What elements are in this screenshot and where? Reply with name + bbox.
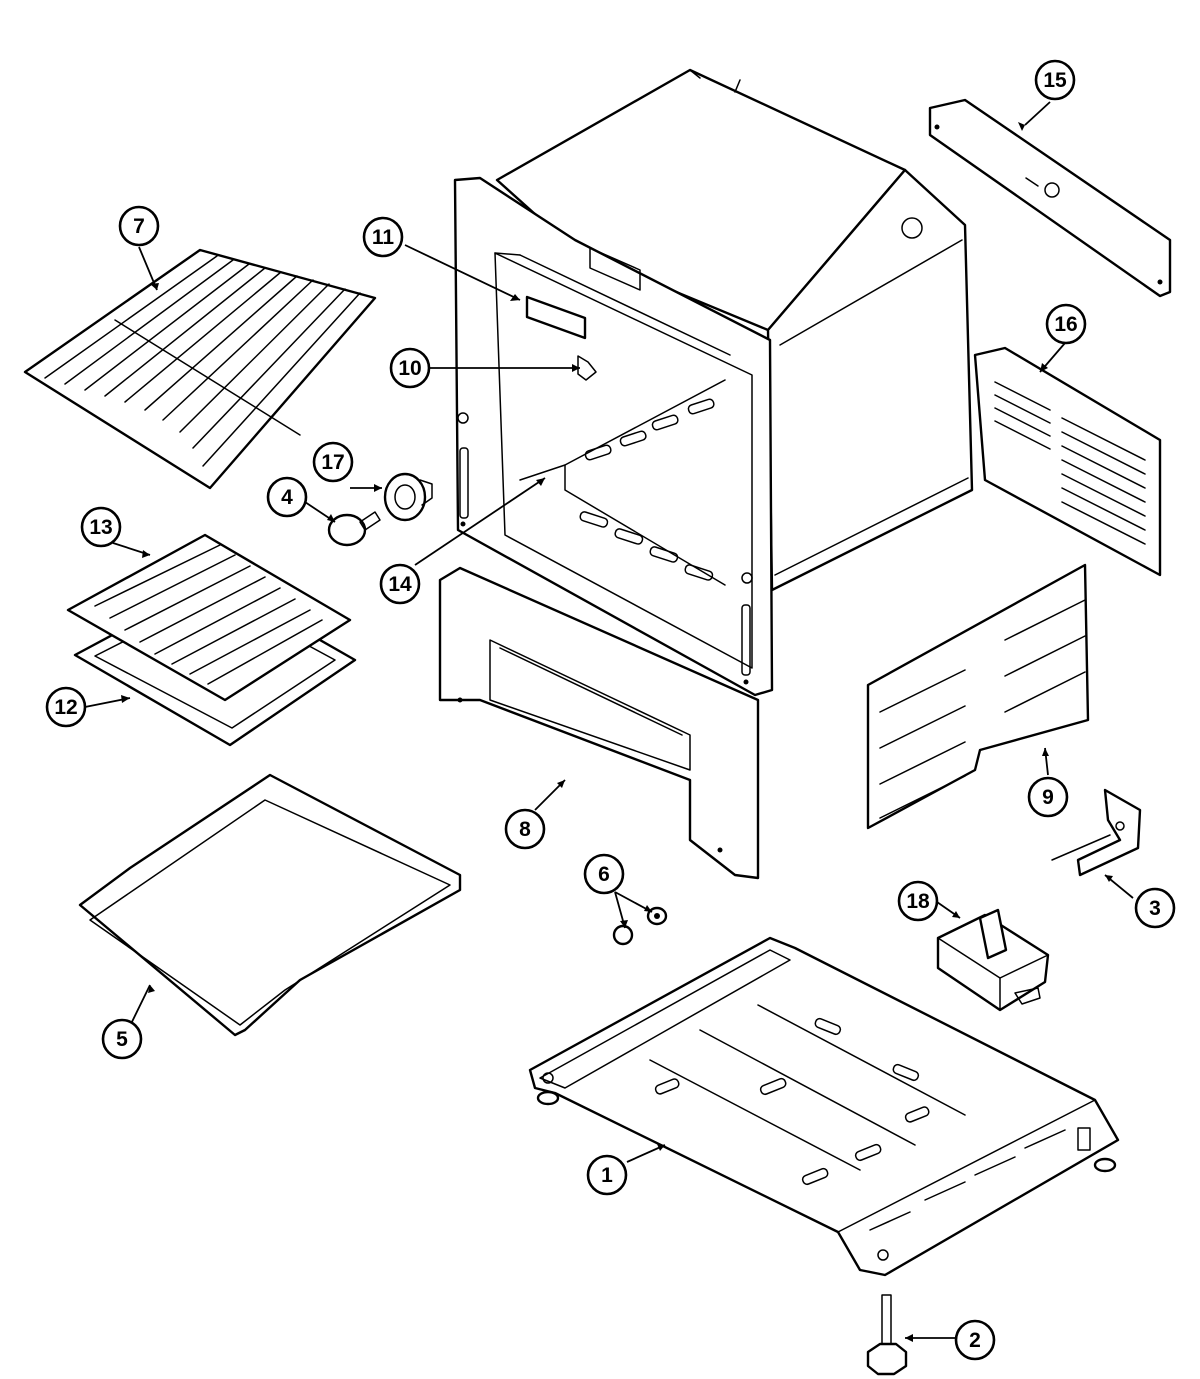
callout-number: 14	[388, 573, 412, 596]
base-pan-drawing	[528, 936, 1120, 1277]
callout-number: 2	[969, 1329, 981, 1352]
callout-oven-cavity: 14	[379, 563, 421, 605]
callout-light-bulb: 4	[266, 476, 308, 518]
callout-number: 13	[89, 516, 112, 539]
screw-drawing	[612, 906, 668, 946]
rear-panel-drawing	[928, 98, 1172, 298]
callout-latch-clip: 10	[389, 347, 431, 389]
callout-number: 11	[372, 226, 395, 249]
callout-side-panel-left: 16	[1045, 303, 1087, 345]
callout-number: 7	[133, 215, 145, 238]
callout-circle	[389, 347, 431, 389]
callout-rear-panel: 15	[1034, 59, 1076, 101]
callout-broil-pan: 12	[45, 686, 87, 728]
anti-tip-bracket-drawing	[1051, 788, 1142, 877]
callout-circle	[504, 808, 546, 850]
callout-number: 3	[1149, 897, 1161, 920]
leveling-leg-drawing	[866, 1294, 908, 1376]
callout-number: 15	[1043, 69, 1067, 92]
drawer-tray-drawing	[78, 773, 462, 1037]
callout-oven-rack: 7	[118, 205, 160, 247]
callout-number: 17	[321, 451, 344, 474]
callout-number: 12	[54, 696, 77, 719]
broil-pan-drawing	[66, 533, 357, 747]
callout-circle	[1134, 887, 1176, 929]
callout-circle	[954, 1319, 996, 1361]
callout-circle	[118, 205, 160, 247]
oven-rack-drawing	[23, 248, 377, 490]
callout-circle	[586, 1154, 628, 1196]
callout-number: 5	[116, 1028, 128, 1051]
callout-broil-pan-insert: 13	[80, 506, 122, 548]
callout-screw-and-washer: 6	[583, 853, 625, 895]
callout-number: 9	[1042, 786, 1054, 809]
callout-circle	[1045, 303, 1087, 345]
callout-circle	[80, 506, 122, 548]
side-panel-left-drawing	[973, 346, 1162, 577]
callout-drawer-tray: 5	[101, 1018, 143, 1060]
side-panel-right-drawing	[866, 563, 1090, 830]
callout-front-kick-panel: 8	[504, 808, 546, 850]
callout-number: 16	[1054, 313, 1077, 336]
callout-circle	[897, 880, 939, 922]
callout-circle	[266, 476, 308, 518]
transformer-drawing	[936, 908, 1050, 1012]
front-kick-panel-drawing	[438, 566, 760, 880]
lamp-drawing	[327, 472, 433, 547]
callout-circle	[1027, 776, 1069, 818]
callout-circle	[583, 853, 625, 895]
callout-side-panel-right: 9	[1027, 776, 1069, 818]
callout-base-pan: 1	[586, 1154, 628, 1196]
callout-number: 4	[281, 486, 293, 509]
oven-cavity-drawing	[453, 68, 974, 697]
callout-circle	[312, 441, 354, 483]
callout-circle	[101, 1018, 143, 1060]
callout-number: 18	[906, 890, 930, 913]
callout-circle	[45, 686, 87, 728]
callout-label-plate: 11	[362, 216, 404, 258]
callout-number: 1	[601, 1164, 613, 1187]
callout-number: 8	[519, 818, 531, 841]
callout-anti-tip-bracket: 3	[1134, 887, 1176, 929]
callout-circle	[362, 216, 404, 258]
callout-number: 6	[598, 863, 610, 886]
callout-circle	[379, 563, 421, 605]
callout-lamp-socket: 17	[312, 441, 354, 483]
callout-leveling-leg: 2	[954, 1319, 996, 1361]
callout-circle	[1034, 59, 1076, 101]
leader-lines	[84, 101, 1134, 1342]
callout-transformer: 18	[897, 880, 939, 922]
callout-number: 10	[398, 357, 421, 380]
